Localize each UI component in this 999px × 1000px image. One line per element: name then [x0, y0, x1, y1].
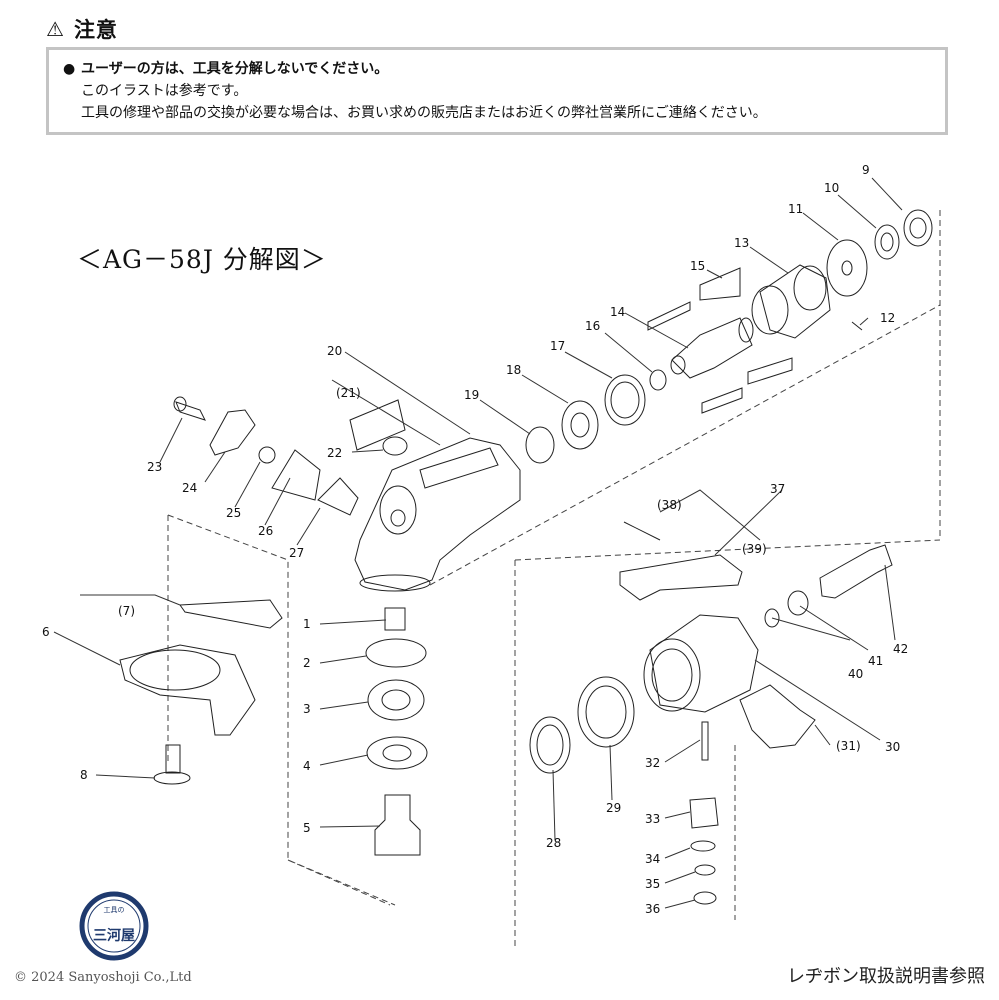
part-label: 10: [824, 181, 839, 195]
lock-rings: [529, 676, 635, 774]
part-label: 18: [506, 363, 521, 377]
part-label: 35: [645, 877, 660, 891]
bullet-icon: ●: [63, 61, 76, 77]
part-label: 20: [327, 344, 342, 358]
warning-triangle-icon: ⚠: [46, 17, 64, 41]
part-label: 12: [880, 311, 895, 325]
part-label: 27: [289, 546, 304, 560]
cylinder-part: [751, 264, 831, 339]
manual-reference-text: レヂボン取扱説明書参照: [787, 966, 985, 987]
part-label: 30: [885, 740, 900, 754]
rotor-vanes: [647, 267, 793, 414]
part-labels: 1 2 3 4 5 6 (7) 8 9 10 11 12 13 14 15 16…: [42, 163, 908, 916]
part-label: (31): [836, 739, 861, 753]
part-label: 22: [327, 446, 342, 460]
spindle-stack: [365, 607, 428, 856]
rear-bearings: [874, 209, 933, 260]
part-label: 37: [770, 482, 785, 496]
notice-header: ⚠ 注意: [46, 14, 118, 44]
main-housing: [354, 437, 521, 592]
part-label: 1: [303, 617, 311, 631]
seal-text-main: 三河屋: [93, 927, 135, 944]
part-label: 24: [182, 481, 197, 495]
notice-line-1: ●ユーザーの方は、工具を分解しないでください。: [63, 58, 945, 80]
part-label: (7): [118, 604, 135, 618]
part-label: 4: [303, 759, 311, 773]
part-label: (39): [742, 542, 767, 556]
seal-text-top: 工具の: [104, 906, 125, 914]
screw-part: [382, 436, 408, 456]
part-label: 40: [848, 667, 863, 681]
end-plate: [826, 239, 868, 297]
nameplate-part: [349, 399, 406, 451]
part-label: 42: [893, 642, 908, 656]
notice-title: 注意: [73, 18, 118, 42]
guard-bolt: [153, 744, 191, 785]
part-label: 25: [226, 506, 241, 520]
part-label: 33: [645, 812, 660, 826]
part-label: 36: [645, 902, 660, 916]
part-label: 9: [862, 163, 870, 177]
notice-box: ●ユーザーの方は、工具を分解しないでください。 このイラストは参考です。 工具の…: [46, 47, 948, 135]
air-inlet-parts: [764, 544, 893, 628]
part-label: 41: [868, 654, 883, 668]
notice-line-3: 工具の修理や部品の交換が必要な場合は、お買い求めの販売店またはお近くの弊社営業所…: [81, 105, 767, 121]
pin-part: [851, 321, 863, 331]
part-label: 13: [734, 236, 749, 250]
part-label: 15: [690, 259, 705, 273]
part-label: 17: [550, 339, 565, 353]
part-label: 5: [303, 821, 311, 835]
part-label: (38): [657, 498, 682, 512]
company-seal-logo: 工具の 三河屋: [79, 891, 149, 961]
rear-housing: [643, 614, 759, 713]
guide-lines: [167, 210, 941, 950]
part-label: 23: [147, 460, 162, 474]
part-label: 32: [645, 756, 660, 770]
grip-sleeve: [739, 684, 816, 749]
valve-stack: [689, 721, 719, 905]
copyright-text: © 2024 Sanyoshoji Co.,Ltd: [14, 970, 192, 985]
rotor-part: [670, 317, 754, 379]
throttle-lever: [619, 521, 743, 601]
part-label: 26: [258, 524, 273, 538]
diagram-title: ＜AG－58J 分解図＞: [77, 245, 327, 274]
part-label: 8: [80, 768, 88, 782]
part-label: 16: [585, 319, 600, 333]
part-label: 29: [606, 801, 621, 815]
part-label: 11: [788, 202, 803, 216]
part-label: 28: [546, 836, 561, 850]
part-label: 34: [645, 852, 660, 866]
front-bearing-group: [525, 369, 667, 464]
part-label: 3: [303, 702, 311, 716]
part-label: 19: [464, 388, 479, 402]
part-label: 6: [42, 625, 50, 639]
wheel-guard: [119, 599, 283, 736]
part-label: 14: [610, 305, 625, 319]
side-handle-parts: [173, 396, 359, 516]
part-label: (21): [336, 386, 361, 400]
part-label: 2: [303, 656, 311, 670]
notice-line-2: このイラストは参考です。: [81, 83, 248, 99]
leader-lines: [53, 177, 903, 909]
